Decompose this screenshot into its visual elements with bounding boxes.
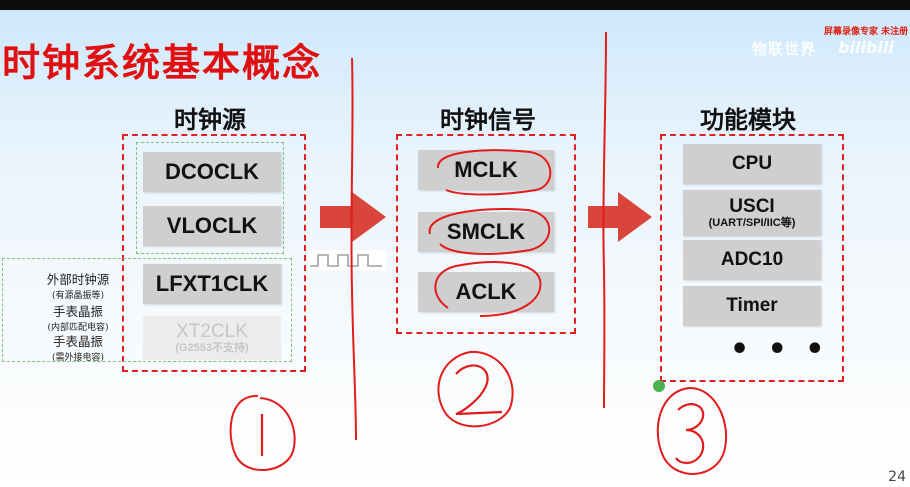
signal-aclk: ACLK (418, 272, 554, 312)
external-sources-green-box (2, 258, 292, 362)
annotation-overlay (229, 31, 728, 475)
square-wave-icon (310, 254, 382, 267)
modules-ellipsis: • • • (730, 332, 829, 367)
handwritten-line-1 (350, 57, 357, 441)
signals-title: 时钟信号 (440, 106, 536, 134)
handwritten-circle-aclk (434, 261, 542, 317)
cursor-dot-icon (653, 380, 665, 392)
osc-watch-internal-main: 手表晶振 (52, 304, 103, 319)
module-adc10-label: ADC10 (720, 249, 784, 270)
osc-external-main: 外部时钟源 (46, 272, 110, 287)
module-cpu-label: CPU (731, 153, 773, 174)
osc-watch-internal: 手表晶振 (内部匹配电容) (8, 301, 148, 333)
signal-mclk: MCLK (418, 150, 554, 190)
module-adc10: ADC10 (683, 240, 821, 280)
recorder-watermark: 屏幕录像专家 未注册 (824, 27, 909, 37)
osc-external: 外部时钟源 (有源晶振等) (8, 269, 148, 301)
source-lfxt1clk-label: LFXT1CLK (155, 271, 269, 296)
module-usci: USCI (UART/SPI/IIC等) (683, 190, 821, 236)
handwritten-circled-3 (656, 387, 728, 475)
source-xt2clk-note: (G2553不支持) (175, 342, 249, 355)
slide-title: 时钟系统基本概念 (2, 40, 323, 85)
handwritten-line-2 (602, 31, 607, 409)
osc-watch-internal-sub: (内部匹配电容) (47, 323, 109, 333)
handwritten-circled-2 (437, 350, 514, 428)
osc-watch-external: 手表晶振 (需外接电容) (8, 331, 148, 363)
source-vloclk: VLOCLK (143, 206, 281, 246)
internal-sources-green-box (136, 142, 284, 254)
signals-dashed-box (396, 134, 576, 334)
osc-watch-external-main: 手表晶振 (52, 334, 103, 349)
square-wave-icon-bg (308, 250, 386, 270)
handwritten-digit-3 (675, 403, 705, 465)
sources-title: 时钟源 (174, 106, 246, 134)
source-vloclk-label: VLOCLK (166, 213, 258, 238)
page-number: 24 (888, 469, 906, 485)
channel-watermark: 物联世界 (752, 40, 817, 58)
arrow-right-icon-2 (588, 192, 652, 242)
osc-watch-external-sub: (需外接电容) (51, 353, 105, 363)
sources-dashed-box (122, 134, 306, 372)
module-usci-label: USCI (729, 195, 775, 217)
module-timer: Timer (683, 286, 821, 326)
source-dcoclk: DCOCLK (143, 152, 281, 192)
module-usci-sub: (UART/SPI/IIC等) (708, 217, 796, 230)
source-lfxt1clk: LFXT1CLK (143, 264, 281, 304)
handwritten-circle-mclk (436, 149, 552, 196)
source-xt2clk-label: XT2CLK (176, 320, 248, 342)
signal-mclk-label: MCLK (454, 157, 518, 182)
top-black-bar (0, 0, 910, 10)
source-xt2clk: XT2CLK (G2553不支持) (143, 316, 281, 360)
signal-aclk-label: ACLK (455, 279, 517, 304)
bilibili-logo: bilibili (838, 38, 894, 57)
module-timer-label: Timer (726, 295, 778, 316)
modules-title: 功能模块 (700, 106, 796, 134)
handwritten-circled-1 (229, 394, 296, 471)
module-cpu: CPU (683, 144, 821, 184)
modules-dashed-box (660, 134, 844, 382)
osc-external-sub: (有源晶振等) (51, 291, 105, 301)
signal-smclk-label: SMCLK (446, 219, 526, 244)
handwritten-digit-2 (455, 364, 503, 416)
handwritten-circle-smclk (428, 208, 551, 255)
source-dcoclk-label: DCOCLK (164, 159, 260, 184)
slide: 时钟系统基本概念 屏幕录像专家 未注册 物联世界 bilibili 时钟源 时钟… (0, 10, 910, 487)
arrow-right-icon (320, 192, 386, 242)
